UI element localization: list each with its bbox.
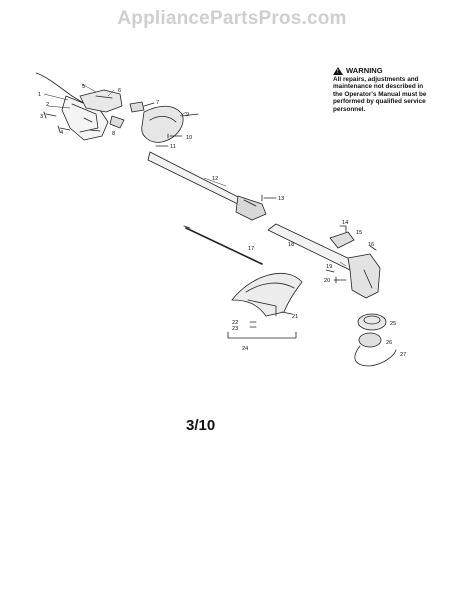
warning-triangle-icon: ! [333,67,343,75]
trimmer-line [354,345,397,367]
shield [231,273,303,317]
callout-18: 18 [288,242,294,248]
leader [143,102,155,107]
callout-2: 2 [46,102,49,108]
callout-16: 16 [368,242,374,248]
callout-15: 15 [356,230,362,236]
callout-4: 4 [60,130,63,136]
callout-14: 14 [342,220,348,226]
callout-10: 10 [186,135,192,141]
callout-22: 22 [232,320,238,326]
watermark: AppliancePartsPros.com [117,8,347,29]
callout-25: 25 [390,321,396,327]
callout-5: 5 [82,84,85,90]
callout-8: 8 [112,131,115,137]
warning-heading: WARNING [346,66,383,76]
page-number: 3/10 [186,417,216,434]
callout-7: 7 [156,100,159,106]
bump-knob [358,332,382,348]
rear-grip [141,105,184,143]
callout-12: 12 [212,176,218,182]
warning-heading-row: ! WARNING [333,67,429,75]
callout-23: 23 [232,326,238,332]
handle-housing [61,95,109,141]
warning-notice: ! WARNING All repairs, adjustments and m… [333,67,429,113]
callout-3: 3 [40,114,43,120]
callout-1: 1 [38,92,41,98]
callout-20: 20 [324,278,330,284]
callout-9: 9 [186,112,189,118]
callout-24: 24 [242,346,248,352]
callout-19: 19 [326,264,332,270]
callout-13: 13 [278,196,284,202]
callout-26: 26 [386,340,392,346]
callout-17: 17 [248,246,254,252]
callout-6: 6 [118,88,121,94]
callout-27: 27 [400,352,406,358]
upper-shaft-tube [147,151,245,208]
drive-cable [185,227,263,265]
callout-21: 21 [292,314,298,320]
callout-11: 11 [170,144,176,150]
trigger [79,89,123,113]
warning-body: All repairs, adjustments and maintenance… [333,76,427,113]
gear-head [347,253,381,299]
lower-shaft-tube [267,223,357,271]
